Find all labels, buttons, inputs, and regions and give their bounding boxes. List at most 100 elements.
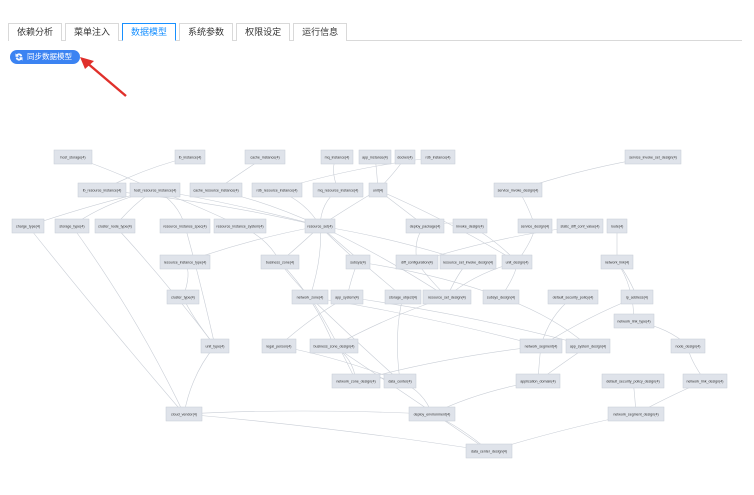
graph-node-route[interactable]: route(4) <box>606 218 628 234</box>
graph-node-label: mq_instance(4) <box>325 156 350 160</box>
graph-node-label: unit(4) <box>373 189 383 193</box>
tab-1[interactable]: 菜单注入 <box>65 23 120 41</box>
graph-node-label: legal_person(4) <box>267 345 292 349</box>
graph-node-app-system[interactable]: app_system(4) <box>330 289 364 305</box>
sync-button-label: 同步数据模型 <box>27 52 72 61</box>
graph-node-deploy-package[interactable]: deploy_package(4) <box>405 218 445 234</box>
graph-node-network-link-type[interactable]: network_link_type(4) <box>613 313 655 329</box>
graph-node-resource-instance-system[interactable]: resource_instance_system(4) <box>213 218 267 234</box>
graph-node-resource-set-design[interactable]: resource_set_design(4) <box>422 289 472 305</box>
graph-node-static-diff-conf-value[interactable]: static_diff_conf_value(4) <box>556 218 604 234</box>
graph-node-default-security-policy-design[interactable]: default_security_policy_design(4) <box>601 373 665 389</box>
graph-node-label: resource_instance_spec(4) <box>163 225 206 229</box>
graph-node-rdb-resource-instance[interactable]: rdb_resource_instance(4) <box>251 182 303 198</box>
graph-node-label: resource_set_invoke_design(4) <box>443 261 493 265</box>
graph-node-lb-instance[interactable]: lb_instance(4) <box>174 149 206 165</box>
graph-node-diff-configuration[interactable]: diff_configuration(4) <box>395 254 439 270</box>
graph-node-network-zone-design[interactable]: network_zone_design(4) <box>331 373 381 389</box>
tab-3[interactable]: 系统参数 <box>179 23 234 41</box>
graph-node-host-resource-instance[interactable]: host_resource_instance(4) <box>129 182 181 198</box>
graph-node-docker[interactable]: docker(4) <box>394 149 416 165</box>
graph-node-box <box>620 289 654 305</box>
graph-node-app-system-design[interactable]: app_system_design(4) <box>565 338 611 354</box>
graph-node-business-zone[interactable]: business_zone(4) <box>260 254 300 270</box>
graph-node-label: subsys_design(4) <box>487 296 515 300</box>
tab-4[interactable]: 权限设定 <box>236 23 291 41</box>
graph-node-legal-person[interactable]: legal_person(4) <box>261 338 297 354</box>
graph-node-box <box>291 289 329 305</box>
graph-node-service-invoke-set-design[interactable]: service_invoke_set_design(4) <box>624 149 682 165</box>
graph-node-network-link-design[interactable]: network_link_design(4) <box>682 373 728 389</box>
tab-0[interactable]: 依赖分析 <box>8 23 63 41</box>
graph-node-box <box>174 149 206 165</box>
graph-edge <box>397 296 404 382</box>
graph-node-resource-instance-type[interactable]: resource_instance_type(4) <box>159 254 211 270</box>
graph-node-label: network_link_design(4) <box>687 380 724 384</box>
graph-node-box <box>53 149 93 165</box>
graph-node-network-linkr[interactable]: network_link(4) <box>600 254 634 270</box>
graph-node-data-center[interactable]: data_center(4) <box>383 373 417 389</box>
sync-data-model-button[interactable]: 同步数据模型 <box>10 50 80 64</box>
tab-5[interactable]: 运行信息 <box>293 23 348 41</box>
graph-node-network-segment[interactable]: network_segment(4) <box>519 338 563 354</box>
graph-node-deploy-environment[interactable]: deploy_environment(4) <box>408 406 456 422</box>
graph-node-storage-object[interactable]: storage_object(4) <box>384 289 422 305</box>
graph-node-label: static_diff_conf_value(4) <box>561 225 600 229</box>
graph-node-rdb-instance[interactable]: rdb_instance(4) <box>420 149 456 165</box>
graph-node-box <box>304 218 336 234</box>
graph-node-host-storage[interactable]: host_storage(4) <box>53 149 93 165</box>
graph-node-resource-set-invoke-design[interactable]: resource_set_invoke_design(4) <box>439 254 497 270</box>
graph-node-cluster-node-type[interactable]: cluster_node_type(4) <box>94 218 136 234</box>
graph-node-label: business_zone_design(4) <box>314 345 355 349</box>
graph-node-unit[interactable]: unit(4) <box>368 182 388 198</box>
graph-node-box <box>11 218 45 234</box>
graph-node-box <box>200 338 230 354</box>
graph-node-network-zone[interactable]: network_zone(4) <box>291 289 329 305</box>
graph-node-label: resource_set_design(4) <box>428 296 466 300</box>
graph-node-subsys-design[interactable]: subsys_design(4) <box>482 289 520 305</box>
graph-node-box <box>670 338 706 354</box>
tab-2[interactable]: 数据模型 <box>122 23 177 41</box>
graph-node-data-center-design[interactable]: data_center_design(4) <box>465 443 513 459</box>
graph-node-box <box>482 289 520 305</box>
graph-node-label: unit_design(4) <box>506 261 529 265</box>
graph-node-label: cloud_vendor(4) <box>171 413 197 417</box>
graph-node-mq-instance[interactable]: mq_instance(4) <box>320 149 354 165</box>
graph-node-cloud-vendor[interactable]: cloud_vendor(4) <box>165 406 203 422</box>
graph-node-label: network_zone_design(4) <box>336 380 375 384</box>
graph-node-cluster-type[interactable]: cluster_type(4) <box>166 289 200 305</box>
graph-node-box <box>408 406 456 422</box>
graph-node-box <box>312 182 364 198</box>
graph-node-charge-type[interactable]: charge_type(4) <box>11 218 45 234</box>
graph-node-label: storage_object(4) <box>389 296 417 300</box>
graph-node-node-design[interactable]: node_design(4) <box>670 338 706 354</box>
graph-node-cache-resource-instance[interactable]: cache_resource_instance(4) <box>189 182 243 198</box>
graph-node-application-domain[interactable]: application_domain(4) <box>515 373 561 389</box>
graph-node-app-instance[interactable]: app_instance(4) <box>358 149 392 165</box>
graph-node-service-design[interactable]: service_design(4) <box>517 218 553 234</box>
graph-node-resource-instance-spec[interactable]: resource_instance_spec(4) <box>159 218 211 234</box>
graph-node-label: unit_type(4) <box>206 345 225 349</box>
graph-node-unit-type[interactable]: unit_type(4) <box>200 338 230 354</box>
graph-node-service-invoke-design[interactable]: service_invoke_design(4) <box>493 182 543 198</box>
graph-node-subsys[interactable]: subsys(4) <box>345 254 371 270</box>
graph-node-invoke-design[interactable]: invoke_design(4) <box>452 218 488 234</box>
graph-node-cache-instance[interactable]: cache_instance(4) <box>244 149 286 165</box>
graph-node-box <box>565 338 611 354</box>
graph-node-mq-resource-instance[interactable]: mq_resource_instance(4) <box>312 182 364 198</box>
graph-node-box <box>465 443 513 459</box>
graph-node-label: network_link(4) <box>605 261 629 265</box>
graph-node-ip-address[interactable]: ip_address(4) <box>620 289 654 305</box>
graph-node-label: docker(4) <box>397 156 412 160</box>
graph-node-business-zone-design[interactable]: business_zone_design(4) <box>309 338 359 354</box>
graph-edge <box>183 410 433 415</box>
graph-node-unit-design[interactable]: unit_design(4) <box>501 254 533 270</box>
graph-node-label: app_system_design(4) <box>570 345 606 349</box>
graph-node-storage-type[interactable]: storage_type(4) <box>54 218 90 234</box>
graph-node-resource-set[interactable]: resource_set(4) <box>304 218 336 234</box>
graph-node-lb-resource-instance[interactable]: lb_resource_instance(4) <box>77 182 127 198</box>
graph-edge <box>114 225 216 347</box>
graph-node-default-security-policy[interactable]: default_security_policy(4) <box>547 289 599 305</box>
graph-edge <box>540 296 574 347</box>
graph-node-network-segment-design[interactable]: network_segment_design(4) <box>607 406 665 422</box>
